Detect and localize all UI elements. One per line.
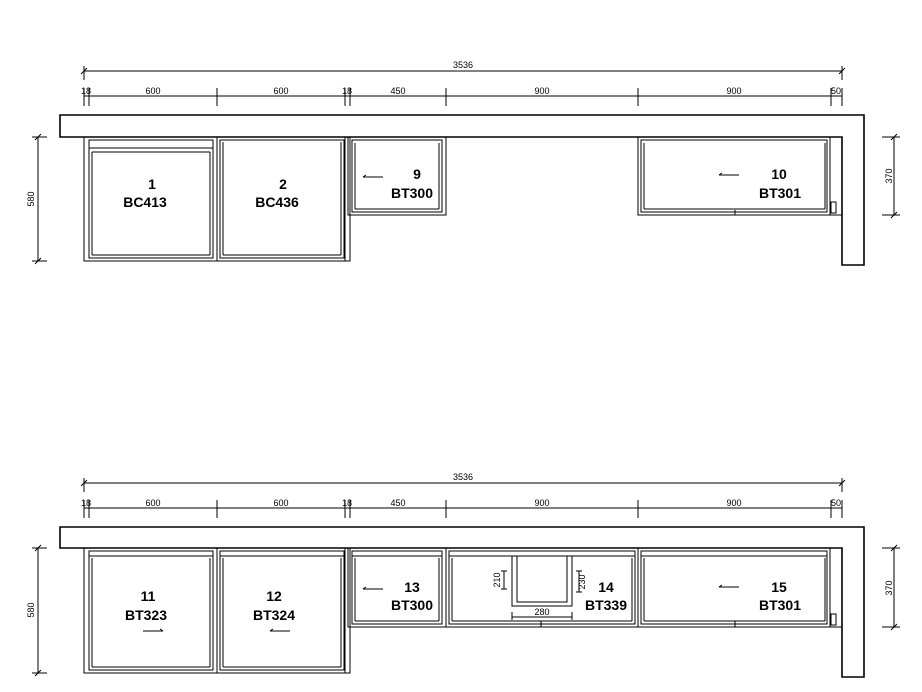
cabinet-unit: 210 230 280 14 BT339 xyxy=(445,547,639,628)
sink-opening: 210 230 280 xyxy=(492,555,587,620)
cabinet-unit: 1 BC413 xyxy=(83,136,218,262)
segment-text: 450 xyxy=(390,86,405,96)
segment-text: 18 xyxy=(342,86,352,96)
opening-width: 280 xyxy=(534,607,549,617)
segment-text: 18 xyxy=(342,498,352,508)
segment-text: 450 xyxy=(390,498,405,508)
unit-number: 9 xyxy=(413,166,421,182)
countertop-outline xyxy=(59,114,865,266)
unit-code: BT339 xyxy=(585,597,627,613)
cabinet-unit: 11 BT323 xyxy=(83,547,218,674)
unit-code: BC436 xyxy=(255,194,299,210)
segment-text: 600 xyxy=(145,498,160,508)
cabinet-unit: 15 BT301 xyxy=(637,547,842,628)
segment-text: 900 xyxy=(534,86,549,96)
segment-text: 50 xyxy=(831,86,841,96)
segment-text: 600 xyxy=(145,86,160,96)
unit-code: BT323 xyxy=(125,607,167,623)
unit-code: BT301 xyxy=(759,597,801,613)
unit-number: 13 xyxy=(404,579,420,595)
unit-code: BT300 xyxy=(391,185,433,201)
unit-number: 15 xyxy=(771,579,787,595)
cabinet-unit: 13 BT300 xyxy=(347,547,447,628)
segment-text: 18 xyxy=(81,498,91,508)
right-height-dimension: 370 xyxy=(882,133,900,219)
unit-number: 12 xyxy=(266,588,282,604)
left-height-text: 580 xyxy=(26,191,36,206)
cabinet-unit: 12 BT324 xyxy=(216,547,351,674)
unit-number: 14 xyxy=(598,579,614,595)
opening-height-left: 210 xyxy=(492,572,502,587)
countertop-outline xyxy=(59,526,865,678)
cabinet-unit: 9 BT300 xyxy=(347,136,447,216)
segment-text: 900 xyxy=(726,86,741,96)
segment-text: 900 xyxy=(534,498,549,508)
unit-number: 1 xyxy=(148,176,156,192)
unit-code: BT301 xyxy=(759,185,801,201)
left-height-text: 580 xyxy=(26,602,36,617)
unit-code: BT300 xyxy=(391,597,433,613)
unit-number: 10 xyxy=(771,166,787,182)
overall-dimension: 3536 xyxy=(80,472,846,492)
lower-elevation: 3536 18 600 600 18 450 900 900 50 xyxy=(26,472,900,678)
overall-dimension-text: 3536 xyxy=(453,472,473,482)
cabinet-unit: 2 BC436 xyxy=(216,136,351,262)
segment-text: 600 xyxy=(273,86,288,96)
left-height-dimension: 580 xyxy=(26,544,47,677)
segment-dimensions: 18 600 600 18 450 900 900 50 xyxy=(81,86,843,106)
overall-dimension: 3536 xyxy=(80,60,846,80)
cabinet-unit: 10 BT301 xyxy=(637,136,842,216)
right-height-dimension: 370 xyxy=(882,544,900,631)
segment-text: 18 xyxy=(81,86,91,96)
overall-dimension-text: 3536 xyxy=(453,60,473,70)
left-height-dimension: 580 xyxy=(26,133,47,265)
segment-text: 50 xyxy=(831,498,841,508)
right-height-text: 370 xyxy=(884,168,894,183)
unit-number: 2 xyxy=(279,176,287,192)
upper-elevation: 3536 18 600 600 18 450 900 900 50 xyxy=(26,60,900,266)
right-height-text: 370 xyxy=(884,580,894,595)
segment-dimensions: 18 600 600 18 450 900 900 50 xyxy=(81,498,843,518)
unit-code: BC413 xyxy=(123,194,167,210)
segment-text: 600 xyxy=(273,498,288,508)
unit-number: 11 xyxy=(141,588,156,604)
unit-code: BT324 xyxy=(253,607,295,623)
opening-height-right: 230 xyxy=(577,574,587,589)
segment-text: 900 xyxy=(726,498,741,508)
